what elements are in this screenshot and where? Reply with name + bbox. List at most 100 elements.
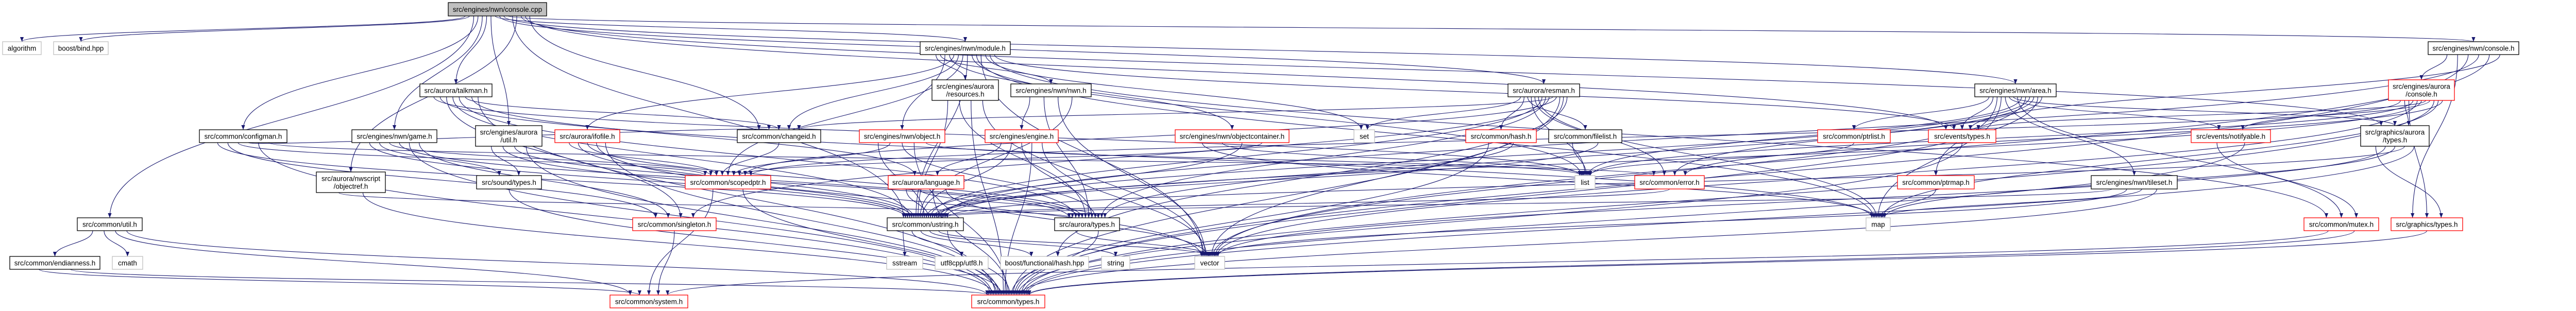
- node-map[interactable]: map: [1866, 217, 1891, 231]
- node-box: [448, 2, 547, 16]
- edge-tileset-to-map: [1879, 188, 2142, 218]
- node-mutex[interactable]: src/common/mutex.h: [2303, 217, 2379, 231]
- node-box: [1465, 129, 1537, 143]
- edge-engine-to-language: [935, 142, 1002, 176]
- edge-cpp-to-evtypes: [525, 15, 1948, 130]
- node-module[interactable]: src/engines/nwn/module.h: [920, 41, 1011, 55]
- node-object[interactable]: src/engines/nwn/object.h: [859, 129, 945, 143]
- node-tileset[interactable]: src/engines/nwn/tileset.h: [2091, 175, 2178, 189]
- node-filelist[interactable]: src/common/filelist.h: [1548, 129, 1622, 143]
- node-box: [971, 295, 1045, 308]
- edge-area-to-notifyable: [2009, 96, 2221, 130]
- node-label: boost/bind.hpp: [58, 45, 104, 53]
- node-engine[interactable]: src/engines/engine.h: [985, 129, 1059, 143]
- edge-area-to-ustring: [937, 96, 2030, 218]
- edge-cutil-to-system: [115, 230, 632, 296]
- node-cmath[interactable]: cmath: [112, 256, 143, 270]
- node-string[interactable]: string: [1101, 256, 1130, 270]
- node-box: [1974, 83, 2057, 97]
- node-console[interactable]: src/engines/nwn/console.h: [2428, 41, 2519, 55]
- edge-singleton-to-system: [656, 230, 675, 296]
- node-notifyable[interactable]: src/events/notifyable.h: [2191, 129, 2271, 143]
- node-endian[interactable]: src/common/endianness.h: [9, 256, 100, 270]
- node-set[interactable]: set: [1353, 129, 1375, 143]
- edge-tileset-to-ustring: [939, 188, 2112, 218]
- node-ptrlist[interactable]: src/common/ptrlist.h: [1817, 129, 1891, 143]
- node-utf8[interactable]: utf8cpp/utf8.h: [935, 256, 989, 270]
- edge-game-to-singleton: [419, 142, 670, 218]
- node-aconsole[interactable]: src/engines/aurora/console.h: [2388, 79, 2455, 101]
- node-ifofile[interactable]: src/aurora/ifofile.h: [554, 129, 620, 143]
- edge-mutex-to-system: [666, 230, 2329, 296]
- node-scopedptr[interactable]: src/common/scopedptr.h: [685, 175, 771, 189]
- node-box: [1866, 217, 1891, 231]
- node-ptrmap[interactable]: src/common/ptrmap.h: [1897, 175, 1975, 189]
- node-game[interactable]: src/engines/nwn/game.h: [351, 129, 437, 143]
- edge-cutil-to-ctypes: [126, 230, 989, 296]
- edge-gatypes-to-gtypes: [2375, 146, 2443, 218]
- node-cutil[interactable]: src/common/util.h: [77, 217, 143, 231]
- node-ustring[interactable]: src/common/ustring.h: [887, 217, 964, 231]
- node-soundtypes[interactable]: src/sound/types.h: [476, 175, 542, 189]
- node-label: src/common/scopedptr.h: [690, 179, 766, 186]
- edge-resman-to-ustring: [928, 96, 1543, 218]
- edge-gatypes-to-ctypes: [1024, 146, 2415, 296]
- node-box: [1897, 175, 1975, 189]
- node-box: [1634, 175, 1705, 189]
- node-box: [2388, 79, 2455, 101]
- node-error[interactable]: src/common/error.h: [1634, 175, 1705, 189]
- node-box: [609, 295, 688, 308]
- node-bhash[interactable]: boost/functional/hash.hpp: [1000, 256, 1089, 270]
- node-label: src/engines/nwn/console.h: [2432, 45, 2514, 53]
- edge-aconsole-to-map: [1881, 100, 2439, 218]
- edge-console-to-evtypes: [1968, 54, 2500, 130]
- edge-resman-to-scopedptr: [743, 96, 1557, 176]
- edge-tileset-to-ctypes: [1018, 188, 2157, 296]
- edge-cpp-to-game: [392, 15, 483, 130]
- node-gtypes[interactable]: src/graphics/types.h: [2391, 217, 2463, 231]
- node-label: src/engines/nwn/game.h: [357, 133, 432, 141]
- edge-soundtypes-to-ctypes: [509, 188, 1004, 296]
- node-objectref[interactable]: src/aurora/nwscript/objectref.h: [316, 171, 386, 193]
- node-singleton[interactable]: src/common/singleton.h: [632, 217, 717, 231]
- node-gatypes[interactable]: src/graphics/aurora/types.h: [2360, 125, 2430, 147]
- node-nwn[interactable]: src/engines/nwn/nwn.h: [1010, 83, 1092, 97]
- node-configman[interactable]: src/common/configman.h: [199, 129, 287, 143]
- edge-resman-to-filelist: [1527, 96, 1587, 130]
- node-resman[interactable]: src/aurora/resman.h: [1507, 83, 1580, 97]
- edge-resman-to-singleton: [691, 96, 1550, 218]
- node-evtypes[interactable]: src/events/types.h: [1928, 129, 1996, 143]
- edge-configman-to-ustring: [217, 142, 908, 218]
- node-label: sstream: [892, 260, 917, 267]
- node-cpp[interactable]: src/engines/nwn/console.cpp: [448, 2, 547, 16]
- node-resources[interactable]: src/engines/aurora/resources.h: [931, 79, 999, 101]
- edge-cutil-to-cmath: [104, 230, 130, 257]
- node-label: cmath: [118, 260, 137, 267]
- node-box: [1175, 129, 1290, 143]
- node-system[interactable]: src/common/system.h: [609, 295, 688, 308]
- node-label: map: [1871, 221, 1885, 229]
- node-box: [1507, 83, 1580, 97]
- node-algorithm[interactable]: algorithm: [2, 41, 42, 55]
- node-objcont[interactable]: src/engines/nwn/objectcontainer.h: [1175, 129, 1290, 143]
- node-label: /types.h: [2383, 136, 2407, 144]
- edge-module-to-nwn: [940, 54, 1053, 84]
- node-bind[interactable]: boost/bind.hpp: [53, 41, 109, 55]
- node-atypes[interactable]: src/aurora/types.h: [1054, 217, 1120, 231]
- edge-module-to-scopedptr: [726, 54, 963, 176]
- node-area[interactable]: src/engines/nwn/area.h: [1974, 83, 2057, 97]
- node-changeid[interactable]: src/common/changeid.h: [737, 129, 821, 143]
- node-language[interactable]: src/aurora/language.h: [888, 175, 964, 189]
- node-eautil[interactable]: src/engines/aurora/util.h: [475, 125, 543, 147]
- node-hash[interactable]: src/common/hash.h: [1465, 129, 1537, 143]
- node-box: [2091, 175, 2178, 189]
- node-sstream[interactable]: sstream: [886, 256, 923, 270]
- edge-object-to-atypes: [902, 142, 1097, 218]
- node-talkman[interactable]: src/aurora/talkman.h: [419, 83, 493, 97]
- edge-module-to-ifofile: [585, 54, 955, 130]
- node-vector[interactable]: vector: [1194, 256, 1225, 270]
- edge-gtypes-to-ctypes: [1027, 230, 2428, 296]
- edge-changeid-to-scopedptr: [720, 142, 779, 176]
- node-list[interactable]: list: [1574, 175, 1596, 189]
- node-ctypes[interactable]: src/common/types.h: [971, 295, 1045, 308]
